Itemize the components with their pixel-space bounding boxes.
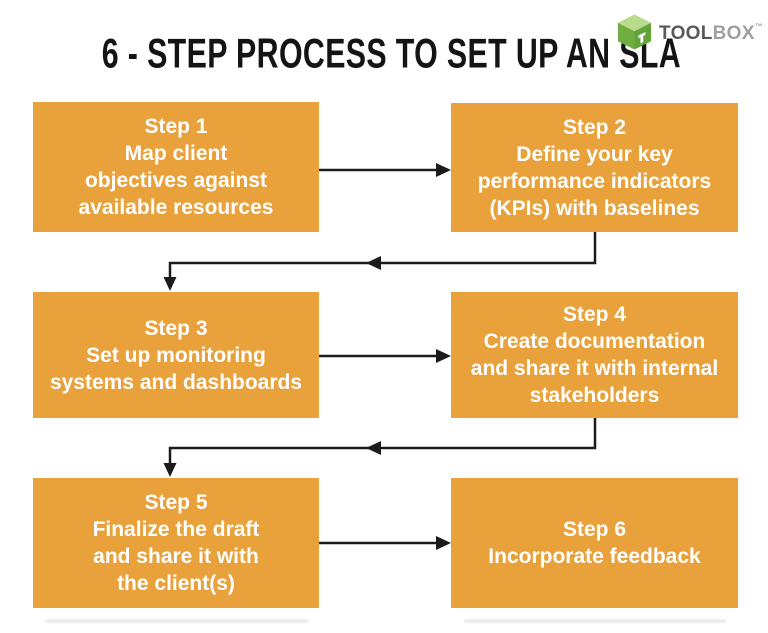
step-2-line: (KPIs) with baselines xyxy=(489,196,700,220)
page-title: 6 - STEP PROCESS TO SET UP AN SLA xyxy=(101,30,682,77)
title-container: 6 - STEP PROCESS TO SET UP AN SLA xyxy=(0,30,768,77)
step-2-box: Step 2 Define your key performance indic… xyxy=(451,103,738,232)
step-1-title: Step 1 xyxy=(144,115,208,138)
arrow-step4-to-step5 xyxy=(163,418,597,477)
step-4-line: and share it with internal xyxy=(470,357,719,380)
logo-text-bold: TOOL xyxy=(659,22,713,44)
arrow-step3-to-step4 xyxy=(319,349,451,363)
shadow-under-step5 xyxy=(46,620,308,622)
toolbox-logo: TOOLBOX™ xyxy=(617,13,763,51)
step-2-line: Define your key xyxy=(516,142,673,166)
step-2-title: Step 2 xyxy=(562,115,627,139)
arrow-step5-to-step6 xyxy=(319,536,451,550)
logo-text-light: BOX xyxy=(712,22,755,44)
step-1-box: Step 1 Map client objectives against ava… xyxy=(33,102,319,232)
step-1-line: available resources xyxy=(78,196,274,219)
step-5-line: and share it with xyxy=(93,545,259,568)
step-3-title: Step 3 xyxy=(144,316,208,340)
toolbox-cube-icon xyxy=(617,14,652,50)
step-3-line: Set up monitoring xyxy=(86,343,266,367)
arrow-step2-to-step3 xyxy=(163,232,597,291)
step-6-title: Step 6 xyxy=(562,518,627,541)
step-2-line: performance indicators xyxy=(477,169,712,193)
step-4-box: Step 4 Create documentation and share it… xyxy=(451,292,738,418)
step-4-line: stakeholders xyxy=(529,384,660,407)
step-5-line: the client(s) xyxy=(117,572,235,595)
step-6-line: Incorporate feedback xyxy=(488,545,701,568)
step-3-box: Step 3 Set up monitoring systems and das… xyxy=(33,292,319,418)
step-4-line: Create documentation xyxy=(483,330,706,353)
trademark-symbol: ™ xyxy=(754,21,764,31)
step-5-box: Step 5 Finalize the draft and share it w… xyxy=(33,478,319,608)
step-1-line: Map client xyxy=(124,142,228,165)
step-4-title: Step 4 xyxy=(562,303,627,326)
shadow-under-step6 xyxy=(464,620,726,622)
arrow-step1-to-step2 xyxy=(319,163,451,177)
toolbox-wordmark: TOOLBOX™ xyxy=(659,21,764,44)
step-3-line: systems and dashboards xyxy=(49,370,303,394)
step-5-title: Step 5 xyxy=(144,491,208,514)
step-5-line: Finalize the draft xyxy=(92,518,260,541)
step-6-box: Step 6 Incorporate feedback xyxy=(451,478,738,608)
step-1-line: objectives against xyxy=(84,169,268,192)
